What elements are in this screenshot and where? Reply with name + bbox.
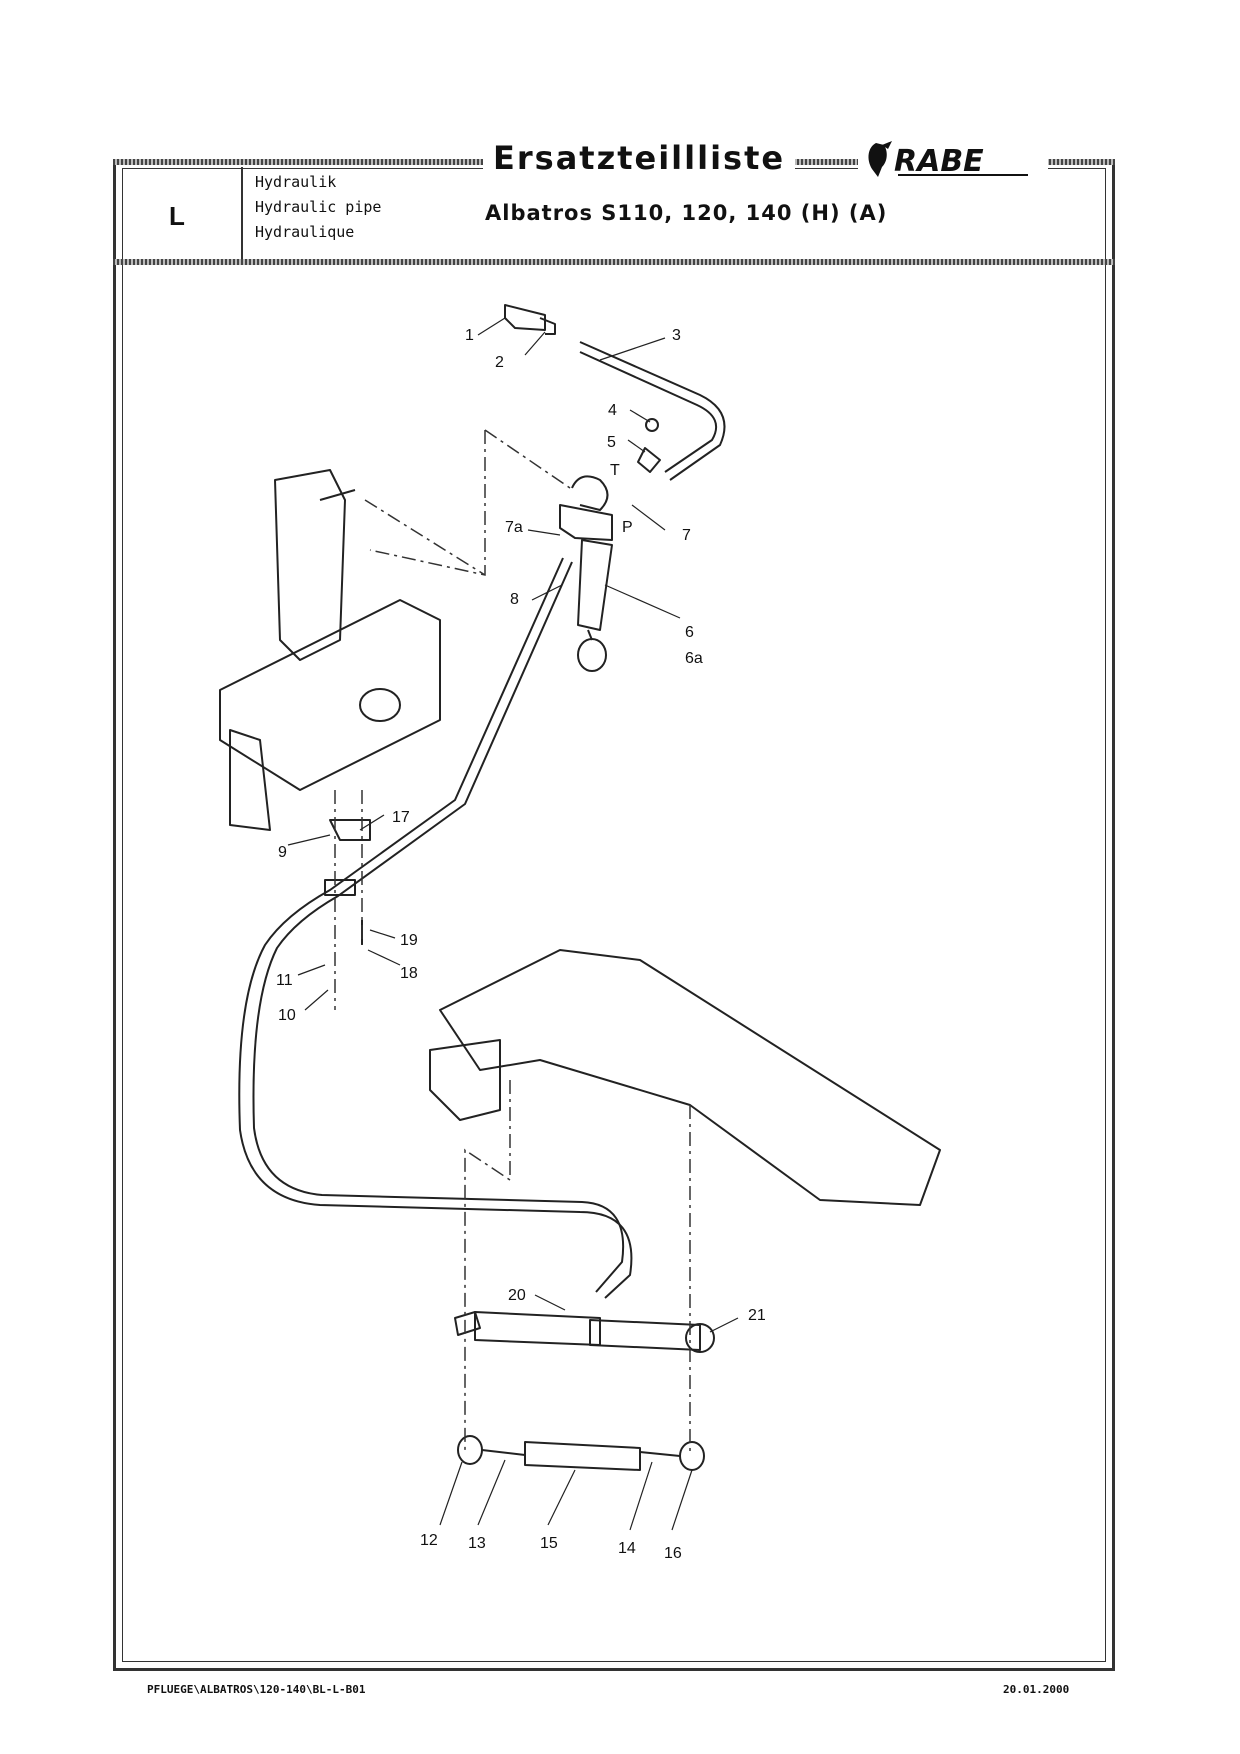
callout-3: 3 xyxy=(672,327,681,344)
part-5-bracket xyxy=(637,447,661,473)
footer-date: 20.01.2000 xyxy=(1003,1683,1070,1696)
part-3-pipe xyxy=(579,341,726,481)
part-17-clamp xyxy=(324,879,356,896)
part-21-cylinder-rod xyxy=(589,1319,701,1351)
part-3-pipe-b xyxy=(579,351,717,473)
plough-beam xyxy=(439,949,941,1206)
part-6-cylinder-lower-eye xyxy=(577,638,607,672)
section-letter: L xyxy=(169,201,185,231)
callout-14: 14 xyxy=(618,1540,636,1557)
callout-9: 9 xyxy=(278,844,287,861)
headstock-bore xyxy=(359,688,401,722)
callout-11: 11 xyxy=(276,972,293,989)
part-2-fitting xyxy=(539,317,556,335)
rabe-logo: RABE xyxy=(858,137,1048,183)
assembly-line-a xyxy=(369,430,486,576)
beam-bracket xyxy=(429,1039,501,1121)
callout-6a: 6a xyxy=(685,650,703,667)
callout-2: 2 xyxy=(495,354,504,371)
logo-brand-text: RABE xyxy=(894,144,984,179)
raven-logo-icon: RABE xyxy=(868,141,1028,179)
part-6-cylinder-eye xyxy=(571,475,609,511)
callout-16: 16 xyxy=(664,1545,682,1562)
callout-20: 20 xyxy=(508,1287,526,1304)
callout-4: 4 xyxy=(608,402,617,419)
headstock-tower xyxy=(274,469,346,661)
part-9-clamp-plate xyxy=(329,819,371,841)
part-15-tube xyxy=(524,1441,641,1471)
model-designation: Albatros S110, 120, 140 (H) (A) xyxy=(485,201,888,225)
document-title: Ersatzteillliste xyxy=(483,139,796,177)
callout-P: P xyxy=(622,519,633,536)
label-german: Hydraulik xyxy=(255,173,337,191)
title-block: L Hydraulik Hydraulic pipe Hydraulique E… xyxy=(113,137,1115,267)
callout-13: 13 xyxy=(468,1535,486,1552)
part-8-pipe xyxy=(238,557,633,1299)
label-french: Hydraulique xyxy=(255,223,355,241)
callout-18: 18 xyxy=(400,965,418,982)
callout-8: 8 xyxy=(510,591,519,608)
part-14-nut xyxy=(639,1451,681,1457)
part-7-valve-block xyxy=(559,504,613,541)
assembly-line-b xyxy=(464,1080,511,1450)
headstock-frame xyxy=(219,599,441,791)
part-6-cylinder-body xyxy=(577,539,613,631)
part-21-cylinder-body xyxy=(474,1311,601,1346)
callout-T: T xyxy=(610,462,620,479)
title-block-bottom-rule xyxy=(113,259,1115,265)
callout-21: 21 xyxy=(748,1307,766,1324)
part-21-cylinder-mount xyxy=(454,1311,481,1336)
label-english: Hydraulic pipe xyxy=(255,198,382,216)
title-block-divider xyxy=(241,167,243,259)
headstock-leg xyxy=(229,729,271,831)
callout-5: 5 xyxy=(607,434,616,451)
part-16-eye xyxy=(679,1441,705,1471)
callout-19: 19 xyxy=(400,932,418,949)
part-1-coupling xyxy=(504,304,546,331)
part-13-thread xyxy=(481,1449,526,1456)
callout-15: 15 xyxy=(540,1535,558,1552)
callout-7: 7 xyxy=(682,527,691,544)
callout-10: 10 xyxy=(278,1007,296,1024)
footer-file-path: PFLUEGE\ALBATROS\120-140\BL-L-B01 xyxy=(147,1683,366,1696)
callout-6: 6 xyxy=(685,624,694,641)
callout-1: 1 xyxy=(465,327,474,344)
callout-7a: 7a xyxy=(505,519,523,536)
part-4-bolt xyxy=(645,418,659,432)
part-8-pipe-b xyxy=(252,561,625,1293)
part-21-cylinder-eye xyxy=(685,1323,715,1353)
callout-12: 12 xyxy=(420,1532,438,1549)
part-12-eye xyxy=(457,1435,483,1465)
callout-17: 17 xyxy=(392,809,410,826)
